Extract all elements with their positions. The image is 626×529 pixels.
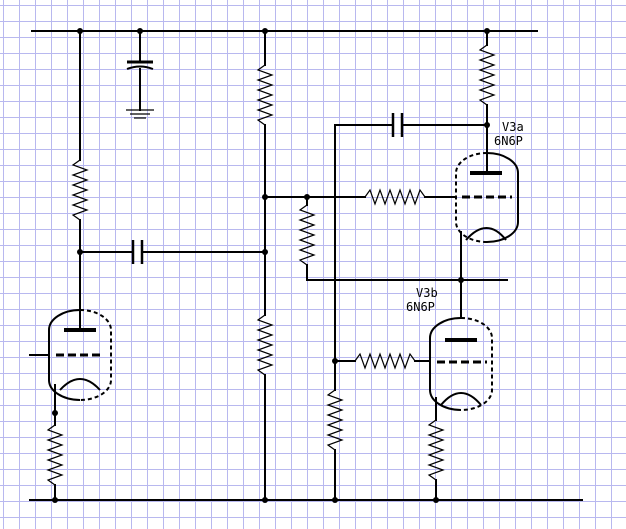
- v3a-grid-leak-resistor: [298, 204, 316, 266]
- tube-cathode: [465, 227, 507, 241]
- cathode-resistor-mid: [326, 389, 344, 451]
- v3a-plate-resistor: [478, 44, 496, 106]
- tube-envelope-dashed: [460, 317, 493, 411]
- junction-dot: [137, 28, 143, 34]
- left-stage: [29, 30, 131, 501]
- junction-dot: [52, 497, 58, 503]
- junction-dot: [332, 497, 338, 503]
- junction-dot: [262, 249, 268, 255]
- v3b-cathode-resistor: [427, 419, 445, 481]
- v3a-plate-load: [478, 28, 496, 173]
- tube-envelope-dashed: [455, 152, 488, 243]
- junction-dot: [77, 28, 83, 34]
- filter-capacitor: [126, 30, 154, 119]
- v3b-grid-network: [334, 352, 431, 370]
- tube-envelope-dashed: [79, 309, 112, 401]
- junction-dot: [433, 497, 439, 503]
- divider-resistor-lower: [256, 314, 274, 376]
- v3a-grid-network: [264, 188, 508, 281]
- feedback-network: [326, 113, 488, 501]
- ground-symbol: [126, 109, 154, 119]
- junction-dot: [52, 410, 58, 416]
- tube-envelope-solid: [429, 317, 462, 411]
- tube-cathode: [440, 392, 482, 406]
- tube-cathode: [59, 378, 101, 391]
- v3b-grid-resistor: [354, 352, 416, 370]
- tube-v3b: [429, 317, 493, 411]
- v3a-type: 6N6P: [494, 134, 523, 148]
- cathode-resistor-left: [46, 424, 64, 486]
- tube-envelope-solid: [48, 309, 81, 401]
- junction-dot: [262, 28, 268, 34]
- tube-v3a: [455, 152, 519, 319]
- junction-dot: [262, 497, 268, 503]
- tube-envelope-solid: [486, 152, 519, 243]
- coupling-capacitor-left: [129, 240, 266, 264]
- plate-load-resistor: [71, 159, 89, 221]
- junction-dot: [458, 277, 464, 283]
- divider-resistor-upper: [256, 64, 274, 126]
- v3a-designation: V3a: [502, 120, 524, 134]
- v3b-type: 6N6P: [406, 300, 435, 314]
- v3b-designation: V3b: [416, 286, 438, 300]
- bias-divider: [256, 30, 274, 501]
- v3b-cathode-network: [427, 397, 445, 501]
- junction-dot: [77, 249, 83, 255]
- tube-v1: [48, 309, 112, 401]
- v3a-grid-resistor: [364, 188, 426, 206]
- junction-dot: [484, 122, 490, 128]
